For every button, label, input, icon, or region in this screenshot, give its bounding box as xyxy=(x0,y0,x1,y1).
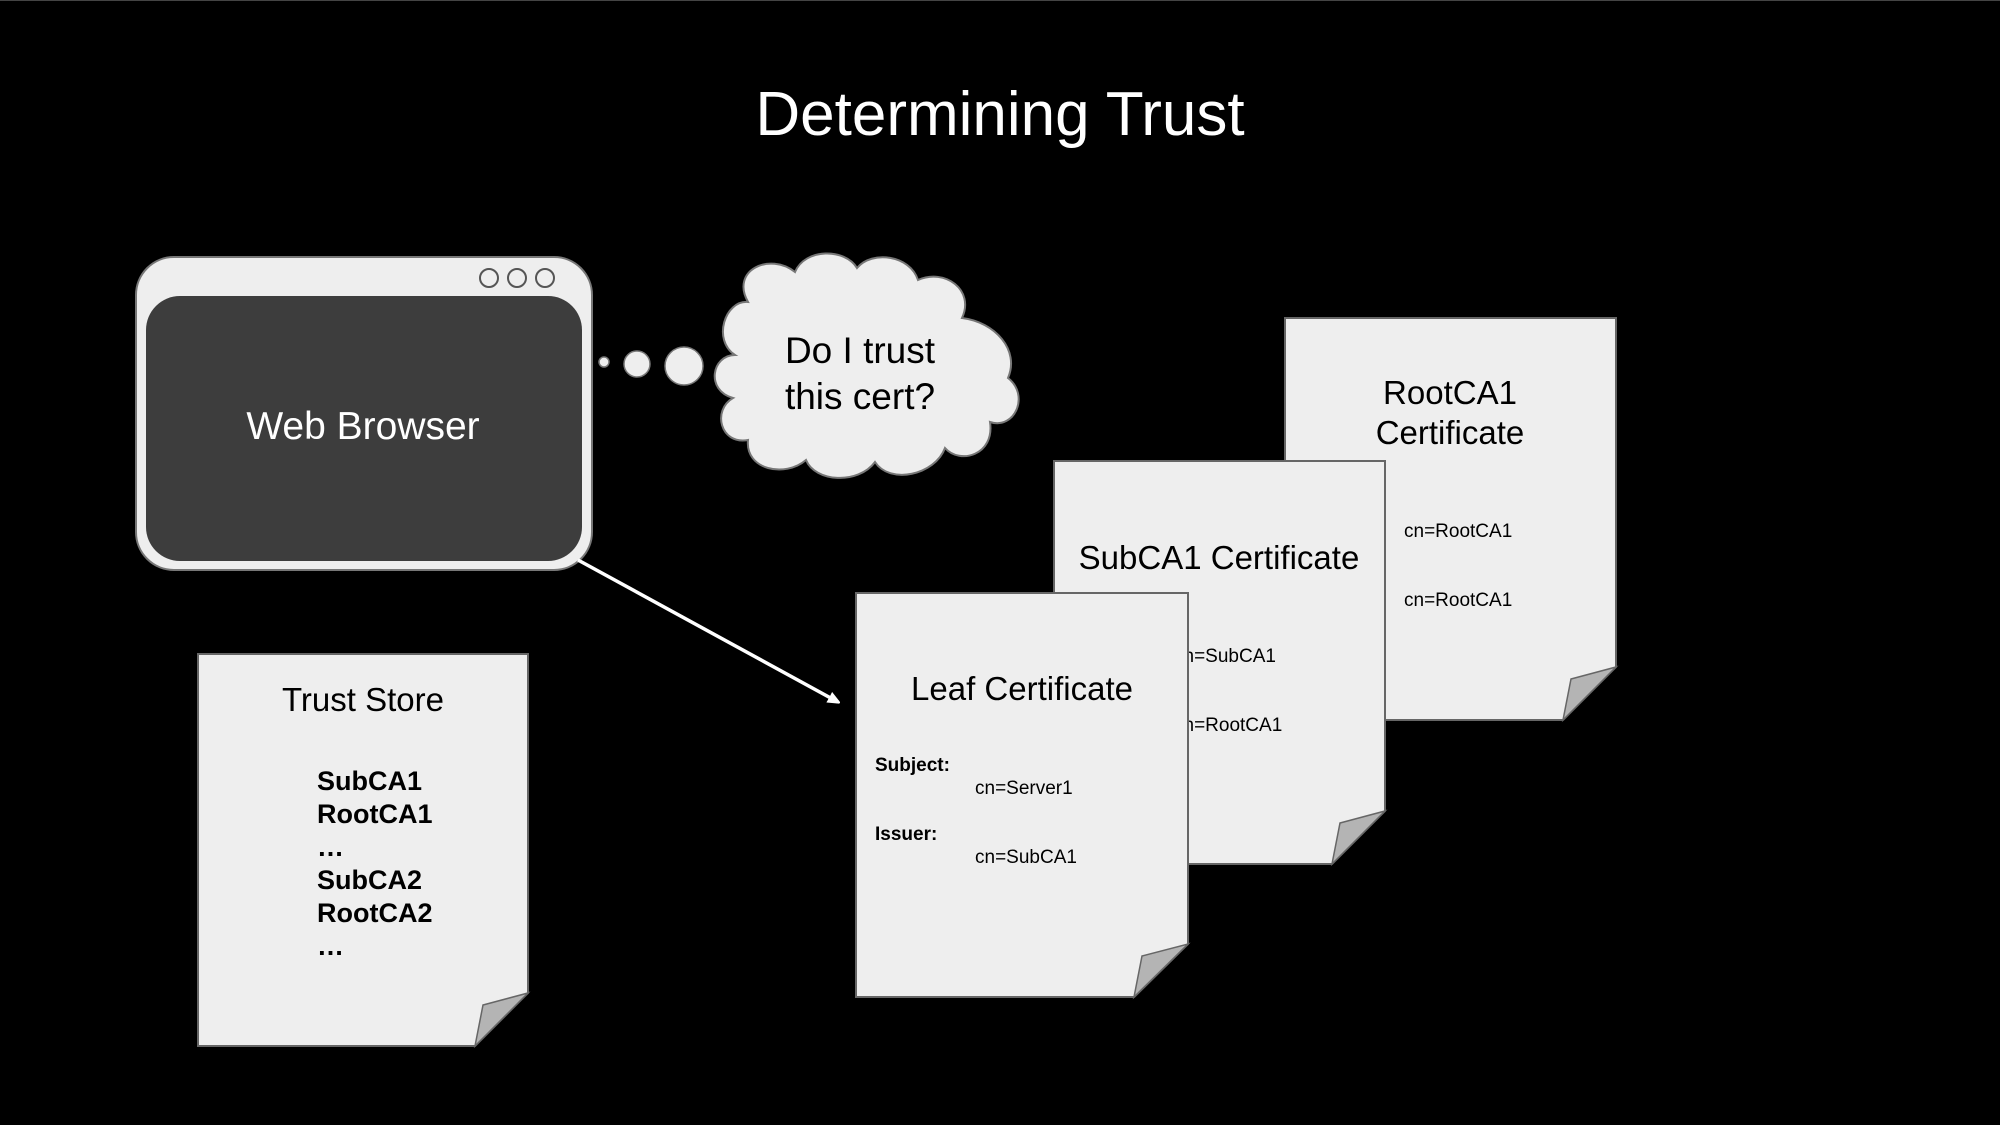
trust-store-item: … xyxy=(317,931,344,961)
trust-store-list: SubCA1 RootCA1 … SubCA2 RootCA2 … xyxy=(317,765,433,963)
browser-label: Web Browser xyxy=(246,405,480,448)
trust-store-item: RootCA1 xyxy=(317,799,433,829)
window-control-icon xyxy=(535,268,555,288)
window-control-icon xyxy=(507,268,527,288)
browser-window xyxy=(135,256,593,571)
trust-store-document xyxy=(197,653,531,1049)
trust-store-item: RootCA2 xyxy=(317,898,433,928)
sub-cert-subject-value: cn=SubCA1 xyxy=(1174,646,1276,667)
leaf-subject-value: cn=Server1 xyxy=(975,778,1073,799)
leaf-issuer-value: cn=SubCA1 xyxy=(975,847,1077,868)
trust-store-item: SubCA1 xyxy=(317,766,423,796)
leaf-subject-label: Subject: xyxy=(875,755,950,776)
sub-cert-issuer-value: cn=RootCA1 xyxy=(1174,715,1283,736)
thought-bubbles xyxy=(598,346,704,386)
thought-line-2: this cert? xyxy=(784,376,936,417)
slide-title: Determining Trust xyxy=(755,80,1245,149)
root-cert-title-line-1: RootCA1 xyxy=(1383,374,1517,411)
root-cert-title-line-2: Certificate xyxy=(1375,414,1525,451)
browser-to-leaf-arrow xyxy=(577,558,838,702)
sub-cert-title: SubCA1 Certificate xyxy=(1078,539,1360,576)
trust-store-title: Trust Store xyxy=(282,681,444,718)
thought-line-1: Do I trust xyxy=(784,330,936,371)
root-cert-issuer-value: cn=RootCA1 xyxy=(1404,590,1513,611)
root-cert-title: RootCA1 Certificate xyxy=(1285,373,1615,453)
trust-store-item: … xyxy=(317,832,344,862)
leaf-issuer-label: Issuer: xyxy=(875,824,938,845)
thought-cloud xyxy=(713,252,1020,479)
trust-store-item: SubCA2 xyxy=(317,865,423,895)
leaf-cert-title: Leaf Certificate xyxy=(911,670,1133,707)
window-control-icon xyxy=(479,268,499,288)
root-cert-subject-value: cn=RootCA1 xyxy=(1404,521,1513,542)
thought-text: Do I trust this cert? xyxy=(730,328,990,420)
